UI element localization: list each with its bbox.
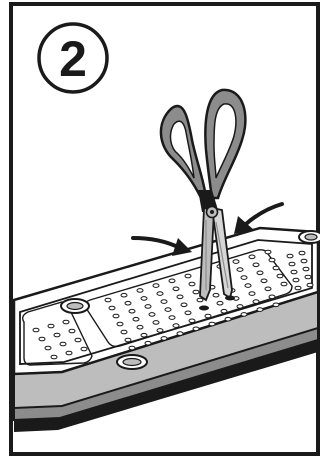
tray-hole [121, 330, 127, 334]
tray-hole [173, 287, 179, 291]
tray-hole [257, 271, 263, 275]
tray-hole [157, 292, 163, 296]
tray-hole [261, 279, 267, 283]
tray-hole [237, 305, 243, 309]
tray-hole [129, 309, 135, 313]
tray-hole [137, 325, 143, 329]
tray-hole [121, 293, 127, 297]
tray-hole [205, 314, 211, 318]
tray-hole [169, 316, 175, 320]
tray-handle-inner [305, 234, 317, 240]
tray-hole [277, 274, 283, 278]
tray-hole [185, 274, 191, 278]
tray-hole [54, 333, 60, 337]
tray-hole [153, 284, 159, 288]
tray-hole [287, 254, 293, 258]
tray-hole [63, 320, 69, 324]
tray-hole [169, 279, 175, 283]
tray-hole [109, 306, 115, 310]
tray-hole [149, 313, 155, 317]
tray-hole [253, 263, 259, 267]
tray-hole [303, 267, 309, 271]
tray-hole [185, 311, 191, 315]
tray-hole [173, 324, 179, 328]
tray-hole [75, 338, 81, 342]
tray-handle-inner [123, 359, 141, 366]
tray-hole [245, 284, 251, 288]
tray-hole [177, 295, 183, 299]
tray-hole [213, 293, 219, 297]
tray-hole [253, 300, 259, 304]
tray-hole [39, 337, 45, 341]
tray-hole [269, 258, 275, 262]
tray-hole [157, 329, 163, 333]
tray-hole [289, 262, 295, 266]
tray-hole [177, 332, 183, 336]
tray-hole [145, 341, 151, 345]
tray-hole [141, 333, 147, 337]
tray-hole [181, 303, 187, 307]
tray-hole [133, 317, 139, 321]
tray-hole [281, 282, 287, 286]
tray-hole [233, 260, 239, 264]
tray-hole [189, 282, 195, 286]
tray-hole [295, 286, 301, 290]
tray-hole [161, 300, 167, 304]
tray-hole [69, 329, 75, 333]
tray-hole [51, 355, 57, 359]
tray-hole [217, 301, 223, 305]
tray-hole [113, 314, 119, 318]
tray-hole [273, 266, 279, 270]
tray-hole [193, 290, 199, 294]
arrow-icon [133, 238, 192, 256]
tray-hole [225, 317, 231, 321]
tray-hole [125, 338, 131, 342]
tray-hole [153, 321, 159, 325]
tray-hole [265, 250, 271, 254]
tray-hole [241, 276, 247, 280]
tray-hole [241, 313, 247, 317]
tray-handle-inner [67, 303, 83, 310]
tray-hole [221, 309, 227, 313]
tray-hole [125, 301, 131, 305]
seed-tray [14, 228, 320, 432]
step-number: 2 [59, 31, 87, 87]
tray-hole [269, 295, 275, 299]
tray-hole [197, 298, 203, 302]
tray-hole [45, 346, 51, 350]
tray-hole [137, 289, 143, 293]
tray-hole [305, 275, 311, 279]
tray-hole [273, 303, 279, 307]
tray-hole [249, 292, 255, 296]
tray-hole [165, 308, 171, 312]
tray-hole [209, 322, 215, 326]
tray-hole [105, 298, 111, 302]
tray-hole [129, 346, 135, 350]
tray-hole [33, 328, 39, 332]
tray-hole [141, 297, 147, 301]
tray-hole [66, 351, 72, 355]
tray-hole [189, 319, 195, 323]
tray-hole [293, 278, 299, 282]
tray-hole [249, 255, 255, 259]
tray-hole [81, 347, 87, 351]
step-badge: 2 [39, 24, 107, 92]
tray-hole [237, 268, 243, 272]
tray-hole [161, 337, 167, 341]
tray-hole [299, 251, 305, 255]
tray-hole [193, 327, 199, 331]
tray-hole [291, 270, 297, 274]
tray-hole [307, 283, 313, 287]
tray-hole [257, 308, 263, 312]
tray-hole [145, 305, 151, 309]
tray-hole [265, 287, 271, 291]
tray-hole [48, 324, 54, 328]
tray-hole [117, 322, 123, 326]
tray-hole [301, 259, 307, 263]
tray-hole [60, 342, 66, 346]
